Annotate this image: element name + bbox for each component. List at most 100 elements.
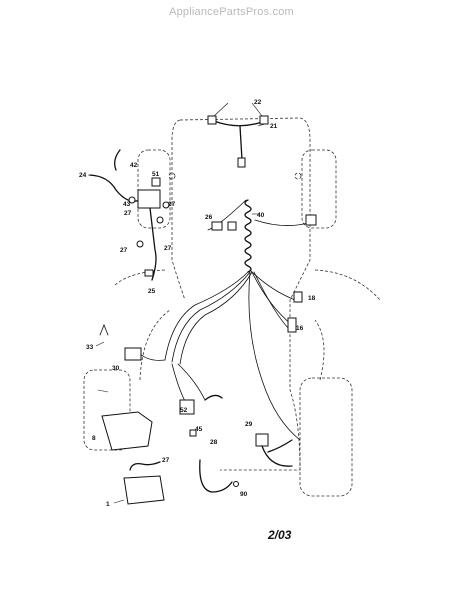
- connector-16: [287, 317, 297, 333]
- harness-coil: [244, 199, 252, 273]
- connector-45: [189, 429, 197, 437]
- callout-43: 43: [123, 201, 131, 208]
- battery-box: [101, 411, 153, 451]
- headlight-wire: [213, 120, 263, 127]
- harness-wire-6: [253, 271, 291, 331]
- left-rear-wheel-outline: [83, 369, 131, 451]
- leader-24: [87, 174, 96, 177]
- leader-lines: [87, 102, 266, 504]
- right-headlight-socket: [259, 115, 269, 125]
- ignition-cluster: [89, 149, 170, 281]
- connector-29: [255, 433, 269, 447]
- leader-8: [97, 389, 109, 393]
- pto-switch: [124, 347, 142, 361]
- callout-21: 21: [270, 123, 278, 130]
- leader-22-right: [251, 102, 263, 117]
- headlight-connector: [237, 157, 246, 168]
- leader-21: [257, 123, 266, 127]
- frame-hole-right: [294, 172, 302, 180]
- rear-harness: [233, 433, 293, 487]
- callout-52: 52: [180, 407, 188, 414]
- connector-25: [144, 269, 154, 277]
- callout-45: 45: [195, 426, 203, 433]
- switch-nut-right: [162, 201, 170, 209]
- callout-18: 18: [308, 295, 316, 302]
- rear-harness-wire-2: [267, 439, 293, 453]
- date-code: 2/03: [268, 528, 292, 542]
- leader-1: [113, 499, 125, 504]
- left-front-wheel-outline: [137, 149, 171, 229]
- right-front-wheel-outline: [301, 149, 337, 229]
- harness-wire-2: [171, 271, 251, 363]
- switch-nut-lower-right: [156, 216, 164, 224]
- harness-wire-10: [139, 353, 166, 361]
- seat-switch-area: [179, 394, 233, 493]
- callout-27-b: 27: [168, 201, 176, 208]
- tractor-outline-right: [179, 117, 311, 471]
- ground-wire: [114, 149, 121, 171]
- harness-wire-7: [248, 271, 301, 441]
- callout-27-c: 27: [164, 245, 172, 252]
- callout-8: 8: [92, 435, 96, 442]
- headlight-lead-wire: [239, 125, 243, 161]
- tractor-outline-left: [171, 119, 186, 301]
- callout-42: 42: [130, 162, 138, 169]
- callout-33: 33: [86, 344, 94, 351]
- seat-switch-52: [179, 399, 195, 415]
- battery-parts: [101, 411, 165, 505]
- coiled-harness: [244, 199, 252, 273]
- connectors: [211, 214, 317, 333]
- callout-30: 30: [112, 365, 120, 372]
- seat-outline-right: [314, 319, 325, 381]
- switch-nut-left: [128, 196, 136, 204]
- leader-22-left: [213, 102, 229, 117]
- bracket-33: [99, 323, 109, 336]
- right-rear-wheel-outline: [299, 377, 353, 497]
- harness-wire-1: [164, 271, 249, 361]
- ignition-switch: [137, 189, 161, 209]
- callout-51: 51: [152, 171, 160, 178]
- wire-28: [199, 459, 233, 493]
- callout-90: 90: [240, 491, 248, 498]
- battery: [123, 475, 165, 505]
- callout-1: 1: [106, 501, 110, 508]
- switch-nut-lower-left: [136, 240, 144, 248]
- connector-26b: [227, 221, 237, 231]
- callout-27-a: 27: [124, 210, 132, 217]
- callout-22: 22: [254, 99, 262, 106]
- left-headlight-socket: [207, 115, 217, 125]
- frame-hole-left: [168, 172, 176, 180]
- leader-33: [95, 341, 105, 347]
- pto-area: [99, 323, 142, 361]
- deck-outline-right: [314, 269, 381, 301]
- deck-outline-left: [114, 269, 166, 286]
- seat-wire: [204, 394, 223, 401]
- callout-27-e: 27: [162, 457, 170, 464]
- terminal-90: [233, 481, 239, 487]
- harness-wire-4: [249, 269, 296, 301]
- harness-wire-8: [207, 199, 247, 231]
- callout-27-d: 27: [120, 247, 128, 254]
- callout-24: 24: [79, 172, 87, 179]
- harness-wire-11: [177, 363, 206, 401]
- rear-harness-wire: [261, 445, 293, 467]
- callout-labels: 22 21 24 42 51 43 27 27 27 27 26 40 25 1…: [79, 99, 316, 508]
- connector-26: [211, 221, 223, 231]
- callout-29: 29: [245, 421, 253, 428]
- harness-wire-3: [179, 271, 253, 365]
- connector-right-front: [305, 214, 317, 226]
- connector-18: [293, 291, 303, 303]
- callout-25: 25: [148, 288, 156, 295]
- callout-40: 40: [257, 212, 265, 219]
- callout-16: 16: [296, 325, 304, 332]
- callout-28: 28: [210, 439, 218, 446]
- switch-lead-wire: [149, 207, 157, 281]
- callout-26: 26: [205, 214, 213, 221]
- switch-key: [151, 177, 161, 187]
- main-harness-bundle: [139, 199, 313, 441]
- seat-outline-left: [139, 309, 171, 381]
- tractor-outline: [83, 117, 381, 497]
- headlight-harness: [207, 115, 269, 168]
